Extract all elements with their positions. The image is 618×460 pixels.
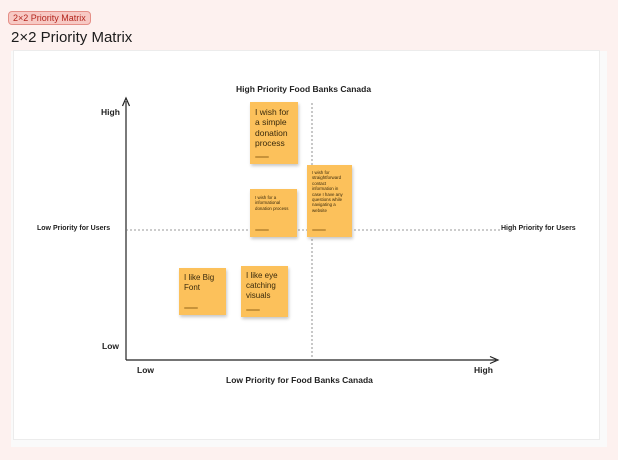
left-divider-label: Low Priority for Users xyxy=(37,225,111,232)
sticky-note-author-mark xyxy=(184,307,198,309)
right-divider-label: High Priority for Users xyxy=(501,225,576,232)
frame-title: 2×2 Priority Matrix xyxy=(11,29,133,46)
y-axis-arrow-icon xyxy=(121,96,131,107)
sticky-note[interactable]: I wish for a informational donation proc… xyxy=(250,189,297,237)
sticky-note-text: I like Big Font xyxy=(184,273,215,292)
x-axis-arrow-icon xyxy=(489,355,500,365)
sticky-note-text: I wish for a simple donation process xyxy=(255,107,290,149)
sticky-note[interactable]: I wish for a simple donation process xyxy=(250,102,298,164)
sticky-note[interactable]: I like eye catching visuals xyxy=(241,266,288,317)
sticky-note-author-mark xyxy=(312,229,326,231)
whiteboard-board[interactable]: High Priority Food Banks Canada High Low… xyxy=(11,51,607,447)
sticky-note-author-mark xyxy=(255,229,269,231)
frame-tag[interactable]: 2×2 Priority Matrix xyxy=(8,11,91,25)
sticky-note-author-mark xyxy=(246,309,260,311)
x-low-label: Low xyxy=(137,365,154,375)
matrix-canvas[interactable]: High Priority Food Banks Canada High Low… xyxy=(14,51,599,439)
y-high-label: High xyxy=(101,107,120,117)
sticky-note[interactable]: I wish for straightforward contact infor… xyxy=(307,165,352,237)
x-high-label: High xyxy=(474,365,493,375)
sticky-note-text: I wish for a informational donation proc… xyxy=(255,195,289,211)
sticky-note-text: I wish for straightforward contact infor… xyxy=(312,170,343,213)
sticky-note[interactable]: I like Big Font xyxy=(179,268,226,315)
sticky-note-text: I like eye catching visuals xyxy=(246,271,278,300)
y-low-label: Low xyxy=(102,341,119,351)
x-axis-label: Low Priority for Food Banks Canada xyxy=(226,375,373,385)
sticky-note-author-mark xyxy=(255,156,269,158)
matrix-title: High Priority Food Banks Canada xyxy=(236,84,372,94)
